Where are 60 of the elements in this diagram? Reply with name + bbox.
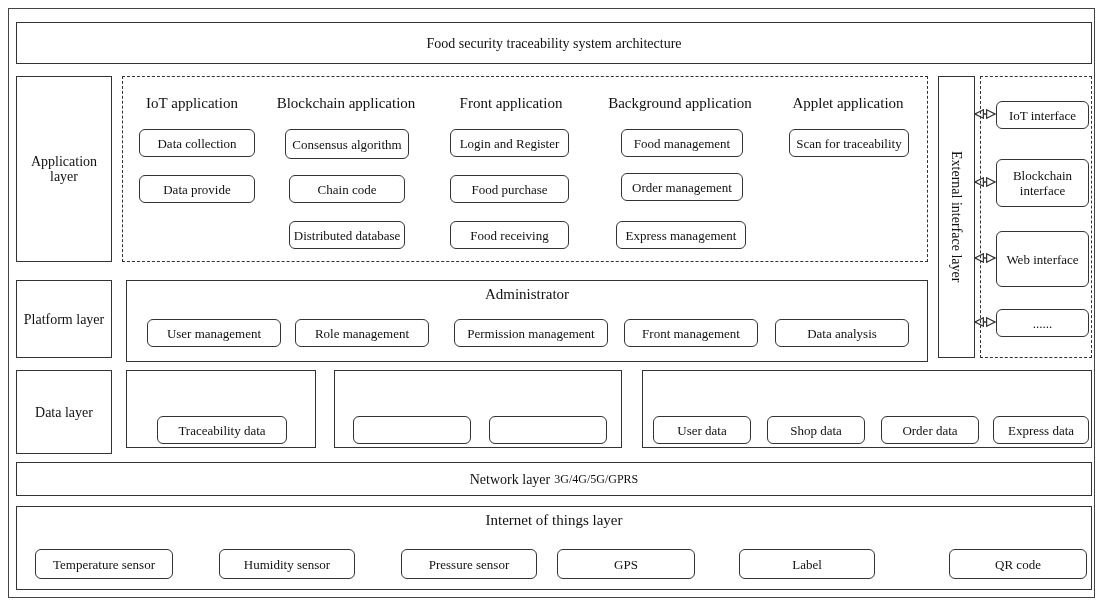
module-box: Traceability data	[157, 416, 287, 444]
module-box: Food receiving	[450, 221, 569, 249]
module-box: Scan for traceability	[789, 129, 909, 157]
module-box: QR code	[949, 549, 1087, 579]
module-box: Data analysis	[775, 319, 909, 347]
dashed-group-box	[122, 76, 928, 262]
module-box: Login and Register	[450, 129, 569, 157]
interface-layer-bar: External interface layer	[938, 76, 975, 358]
layer-title: Network layer	[469, 471, 551, 487]
column-heading: IoT application	[146, 95, 238, 112]
double-arrow	[974, 317, 996, 327]
module-box: Food purchase	[450, 175, 569, 203]
module-box: Role management	[295, 319, 429, 347]
double-arrow	[974, 109, 996, 119]
module-box: Data provide	[139, 175, 255, 203]
dashed-group-box	[980, 76, 1092, 358]
module-box: Consensus algorithm	[285, 129, 409, 159]
layer-box: Application layer	[16, 76, 112, 262]
module-box: Pressure sensor	[401, 549, 537, 579]
module-box: Distributed database	[289, 221, 405, 249]
layer-panel	[334, 370, 622, 448]
module-box: Shop data	[767, 416, 865, 444]
layer-box	[16, 462, 1092, 496]
layer-box: Food security traceability system architecture	[16, 22, 1092, 64]
module-box: User management	[147, 319, 281, 347]
module-box: Order data	[881, 416, 979, 444]
layer-title: Administrator	[484, 287, 570, 302]
module-box: ......	[996, 309, 1089, 337]
layer-box: Platform layer	[16, 280, 112, 358]
module-box: Web interface	[996, 231, 1089, 287]
module-box: Temperature sensor	[35, 549, 173, 579]
module-box: Label	[739, 549, 875, 579]
double-arrow	[974, 177, 996, 187]
module-box: Blockchain interface	[996, 159, 1089, 207]
module-box: Express data	[993, 416, 1089, 444]
layer-panel	[16, 506, 1092, 590]
double-arrow	[974, 253, 996, 263]
layer-panel	[126, 370, 316, 448]
module-box: Front management	[624, 319, 758, 347]
module-box: Chain code	[289, 175, 405, 203]
column-heading: Applet application	[792, 95, 904, 112]
module-box	[489, 416, 607, 444]
layer-panel	[642, 370, 1092, 448]
module-box: Humidity sensor	[219, 549, 355, 579]
layer-subtitle: 3G/4G/5G/GPRS	[554, 471, 639, 487]
module-box: IoT interface	[996, 101, 1089, 129]
module-box: GPS	[557, 549, 695, 579]
module-box: Express management	[616, 221, 746, 249]
module-box: Order management	[621, 173, 743, 201]
layer-box: Data layer	[16, 370, 112, 454]
layer-panel	[126, 280, 928, 362]
column-heading: Blockchain application	[276, 95, 416, 112]
module-box	[353, 416, 471, 444]
module-box: Food management	[621, 129, 743, 157]
module-box: Data collection	[139, 129, 255, 157]
layer-title: Internet of things layer	[485, 513, 623, 528]
column-heading: Front application	[459, 95, 563, 112]
column-heading: Background application	[608, 95, 752, 112]
module-box: Permission management	[454, 319, 608, 347]
module-box: User data	[653, 416, 751, 444]
